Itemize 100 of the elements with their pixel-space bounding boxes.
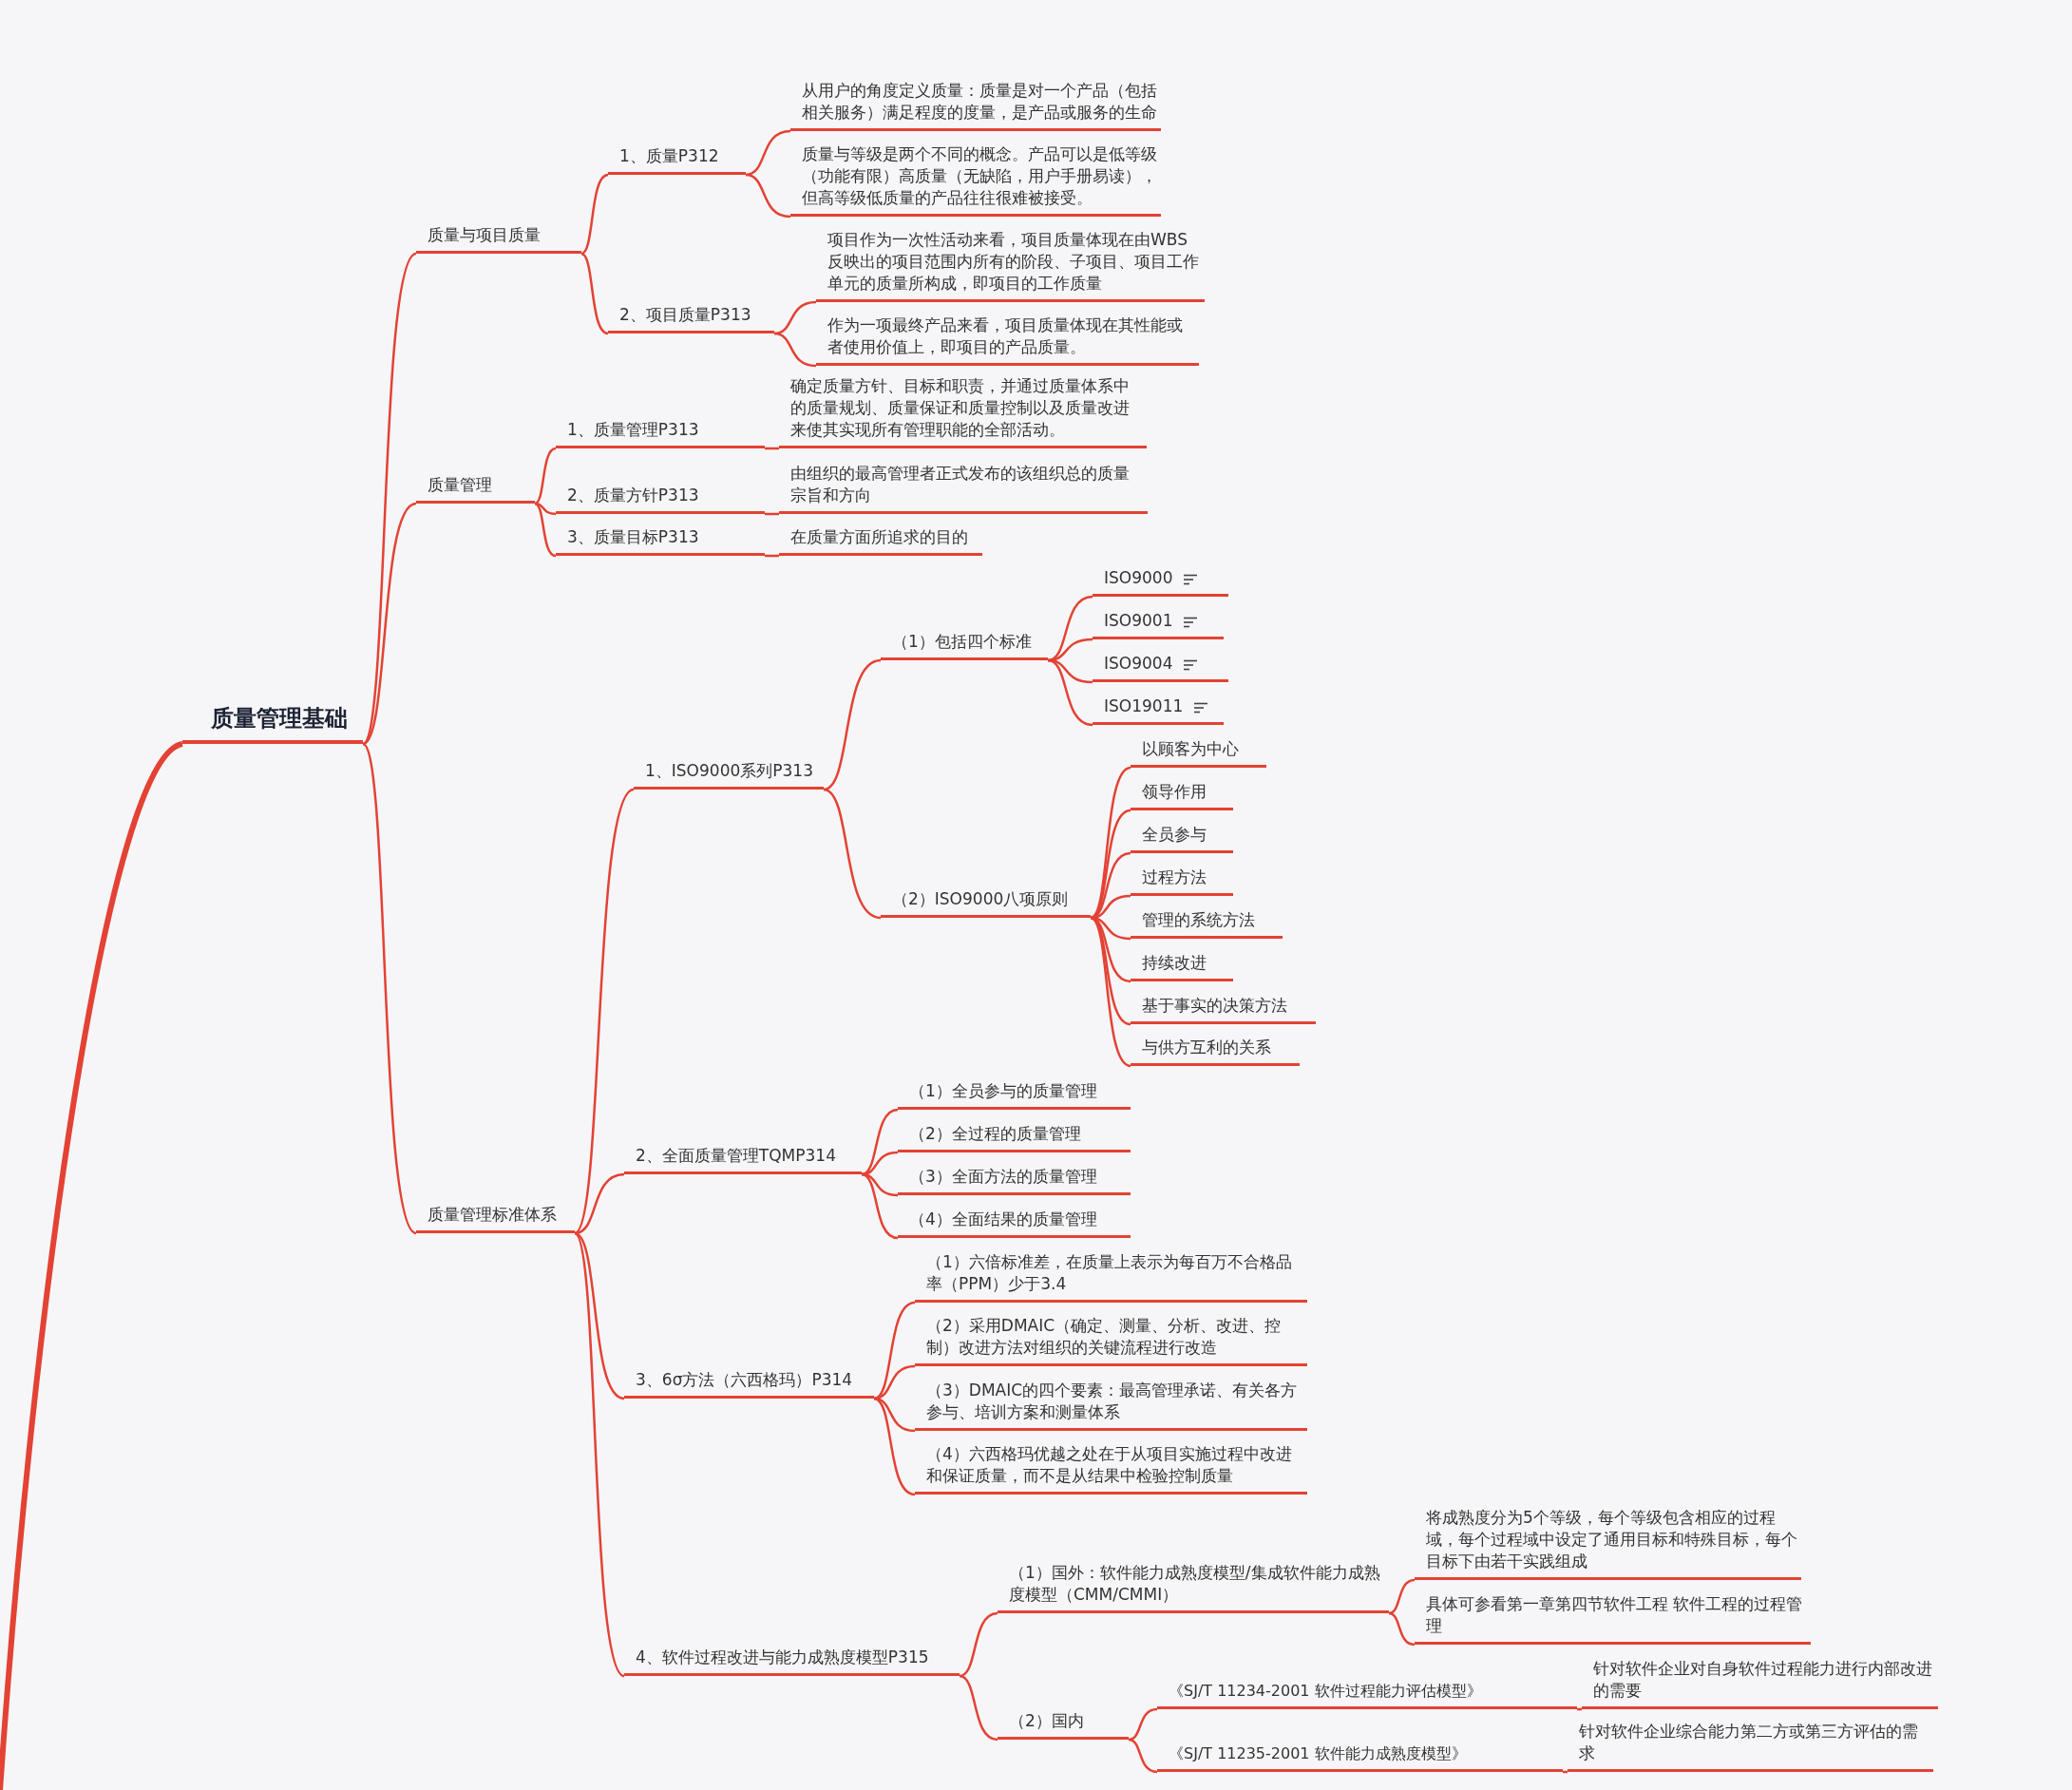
topic-text: 2、质量方针P313	[567, 485, 699, 506]
topic-node	[1131, 866, 1233, 896]
topic-text: 1、质量P312	[619, 145, 719, 167]
topic-text: （2）全过程的质量管理	[909, 1123, 1081, 1145]
branch-connector	[1128, 1738, 1158, 1774]
branch-connector	[959, 1674, 998, 1742]
branch-connector	[1090, 851, 1131, 920]
branch-connector	[765, 512, 779, 516]
branch-connector	[1128, 1707, 1158, 1742]
topic-text: 过程方法	[1142, 866, 1207, 888]
topic-node	[915, 1251, 1307, 1303]
topic-node	[898, 1209, 1131, 1238]
topic-text: 《SJ/T 11234-2001 软件过程能力评估模型》	[1169, 1681, 1482, 1702]
topic-node	[1131, 952, 1233, 981]
branch-connector	[873, 1301, 916, 1400]
topic-text: 质量管理标准体系	[428, 1204, 557, 1226]
topic-node	[634, 760, 824, 790]
topic-node	[416, 1204, 575, 1233]
topic-node	[624, 1145, 862, 1174]
branch-connector	[362, 502, 417, 745]
topic-node	[556, 485, 765, 514]
branch-connector	[574, 1172, 625, 1235]
branch-connector	[765, 447, 779, 450]
topic-node	[998, 1562, 1389, 1613]
branch-connector	[580, 252, 609, 335]
topic-node	[608, 304, 774, 333]
branch-connector	[1563, 1770, 1568, 1774]
topic-node	[1131, 995, 1316, 1024]
topic-node	[779, 463, 1148, 514]
branch-connector	[823, 788, 882, 920]
branch-connector	[1047, 595, 1093, 662]
branch-connector	[1388, 1611, 1416, 1647]
branch-connector	[745, 129, 791, 177]
topic-node	[998, 1710, 1129, 1740]
topic-text: 针对软件企业对自身软件过程能力进行内部改进的需要	[1593, 1658, 1933, 1702]
topic-text: 全员参与	[1142, 824, 1207, 846]
topic-text: 《SJ/T 11235-2001 软件能力成熟度模型》	[1169, 1743, 1467, 1764]
branch-connector	[861, 1108, 899, 1176]
branch-connector	[959, 1611, 998, 1678]
topic-text: （1）全员参与的质量管理	[909, 1080, 1097, 1102]
topic-node	[1131, 738, 1266, 768]
topic-text: 1、质量管理P313	[567, 419, 699, 441]
topic-node	[416, 224, 581, 254]
topic-node	[1415, 1593, 1811, 1645]
topic-node	[416, 474, 535, 504]
topic-text: 确定质量方针、目标和职责，并通过质量体系中的质量规划、质量保证和质量控制以及质量改进来使其实现所有管理职能的全部活动。	[790, 375, 1131, 441]
topic-node	[1131, 1037, 1300, 1066]
topic-text: 项目作为一次性活动来看，项目质量体现在由WBS反映出的项目范围内所有的阶段、子项目、项目工作单元的质量所构成，即项目的工作质量	[827, 229, 1200, 295]
topic-node	[608, 145, 746, 175]
topic-text: ISO9004	[1104, 653, 1173, 675]
topic-node	[1582, 1658, 1938, 1709]
topic-text: ISO9001	[1104, 610, 1173, 632]
topic-text: （1）包括四个标准	[892, 631, 1032, 653]
topic-text: （2）国内	[1009, 1710, 1084, 1732]
topic-node	[898, 1080, 1131, 1110]
topic-node	[881, 631, 1048, 660]
topic-text: 领导作用	[1142, 781, 1207, 803]
branch-connector	[534, 447, 557, 505]
topic-node	[556, 526, 765, 556]
topic-node	[915, 1315, 1307, 1366]
topic-text: （4）六西格玛优越之处在于从项目实施过程中改进和保证质量，而不是从结果中检验控制质量	[926, 1443, 1293, 1487]
topic-node	[1131, 824, 1233, 853]
topic-node	[816, 314, 1199, 366]
topic-node	[556, 419, 765, 448]
topic-text: （4）全面结果的质量管理	[909, 1209, 1097, 1230]
topic-text: 质量管理	[428, 474, 492, 496]
branch-connector	[861, 1151, 899, 1176]
topic-node	[898, 1166, 1131, 1195]
topic-text: （2）采用DMAIC（确定、测量、分析、改进、控制）改进方法对组织的关键流程进行改造	[926, 1315, 1283, 1359]
topic-text: 以顾客为中心	[1142, 738, 1239, 760]
topic-text: 持续改进	[1142, 952, 1207, 974]
topic-text: （3）DMAIC的四个要素：最高管理承诺、有关各方参与、培训方案和测量体系	[926, 1380, 1299, 1423]
topic-node	[790, 80, 1161, 131]
topic-text: 从用户的角度定义质量：质量是对一个产品（包括相关服务）满足程度的度量，是产品或服务的生命	[802, 80, 1157, 124]
topic-node	[779, 375, 1147, 448]
topic-node	[624, 1369, 874, 1399]
branch-connector	[823, 658, 882, 791]
topic-text: 具体可参看第一章第四节软件工程 软件工程的过程管理	[1426, 1593, 1804, 1637]
topic-node	[881, 888, 1091, 918]
topic-text: 与供方互利的关系	[1142, 1037, 1271, 1058]
branch-connector	[580, 173, 609, 256]
branch-connector	[573, 1232, 625, 1677]
topic-text: （1）国外：软件能力成熟度模型/集成软件能力成熟度模型（CMM/CMMI）	[1009, 1562, 1381, 1606]
topic-text: （3）全面方法的质量管理	[909, 1166, 1097, 1188]
topic-node	[915, 1443, 1307, 1495]
branch-connector	[361, 743, 417, 1234]
topic-text: 由组织的最高管理者正式发布的该组织总的质量宗旨和方向	[790, 463, 1131, 506]
topic-node	[1157, 1742, 1563, 1772]
topic-text: 3、6σ方法（六西格玛）P314	[636, 1369, 853, 1391]
topic-node	[624, 1647, 960, 1676]
topic-text: 质量与等级是两个不同的概念。产品可以是低等级（功能有限）高质量（无缺陷，用户手册易读），但高等级低质量的产品往往很难被接受。	[802, 143, 1157, 209]
branch-connector	[773, 332, 817, 368]
topic-text: （1）六倍标准差，在质量上表示为每百万不合格品率（PPM）少于3.4	[926, 1251, 1293, 1295]
topic-text: 针对软件企业综合能力第二方或第三方评估的需求	[1579, 1721, 1919, 1764]
topic-node	[779, 526, 982, 556]
branch-connector	[574, 789, 635, 1234]
branch-connector	[873, 1397, 916, 1496]
topic-text: （2）ISO9000八项原则	[892, 888, 1069, 910]
topic-text: 在质量方面所追求的目的	[790, 526, 968, 548]
topic-text: 质量管理基础	[211, 704, 348, 733]
